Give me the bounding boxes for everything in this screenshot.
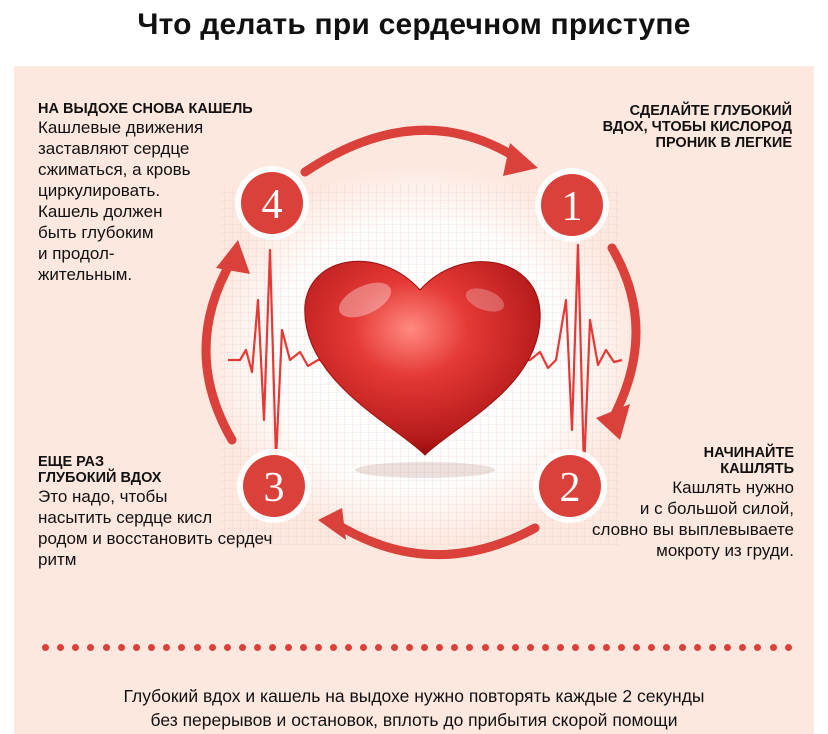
step-4-body: Кашлевые движения заставляют сердце сжим… <box>38 118 204 284</box>
divider-dot <box>648 644 656 651</box>
divider-dot <box>148 644 156 651</box>
divider-dot <box>329 644 337 651</box>
divider-dot <box>587 644 595 651</box>
divider-dot <box>390 644 398 651</box>
divider-dot <box>633 644 641 651</box>
divider-dot <box>223 644 231 651</box>
divider-dot <box>193 644 201 651</box>
step-1-text: СДЕЛАЙТЕ ГЛУБОКИЙ ВДОХ, ЧТОБЫ КИСЛОРОД П… <box>530 103 792 151</box>
divider-dot <box>466 644 474 651</box>
divider-dot <box>117 644 125 651</box>
step-1-heading: СДЕЛАЙТЕ ГЛУБОКИЙ ВДОХ, ЧТОБЫ КИСЛОРОД П… <box>602 103 792 151</box>
footer-note: Глубокий вдох и кашель на выдохе нужно п… <box>123 686 705 730</box>
step-2-heading: НАЧИНАЙТЕ КАШЛЯТЬ <box>703 445 794 477</box>
step-2-body: Кашлять нужно и с большой силой, словно … <box>592 478 794 560</box>
divider-dot <box>678 644 686 651</box>
divider-dot <box>511 644 519 651</box>
divider-dot <box>693 644 701 651</box>
divider-dot <box>239 644 247 651</box>
arrowheads <box>216 143 630 540</box>
step-1-number: 1 <box>562 184 583 230</box>
divider-dot <box>451 644 459 651</box>
curved-arrow-icon <box>201 125 641 560</box>
step-2-number: 2 <box>560 465 581 511</box>
divider-dot <box>102 644 110 651</box>
divider-dot <box>299 644 307 651</box>
step-4-text: НА ВЫДОХЕ СНОВА КАШЕЛЬ Кашлевые движения… <box>38 101 308 285</box>
divider-dot <box>57 644 65 651</box>
step-3-heading: ЕЩЕ РАЗ ГЛУБОКИЙ ВДОХ <box>38 454 162 486</box>
step-1-marker: 1 <box>535 168 609 242</box>
divider-dot <box>617 644 625 651</box>
step-2-text: НАЧИНАЙТЕ КАШЛЯТЬ Кашлять нужно и с боль… <box>530 445 794 561</box>
divider-dot <box>132 644 140 651</box>
divider-dot <box>754 644 762 651</box>
divider-dot <box>314 644 322 651</box>
step-4-heading: НА ВЫДОХЕ СНОВА КАШЕЛЬ <box>38 101 253 117</box>
divider-dot <box>663 644 671 651</box>
divider-dot <box>708 644 716 651</box>
step-4-number: 4 <box>262 182 283 228</box>
divider-dot <box>420 644 428 651</box>
divider-dot <box>784 644 792 651</box>
divider-dot <box>481 644 489 651</box>
divider-dot <box>724 644 732 651</box>
step-3-number: 3 <box>264 465 285 511</box>
divider-dot <box>87 644 95 651</box>
divider-dot <box>254 644 262 651</box>
divider-dot <box>42 644 49 651</box>
divider-dot <box>178 644 186 651</box>
page-title: Что делать при сердечном приступе <box>137 8 691 41</box>
divider-dot <box>557 644 565 651</box>
divider-dot <box>602 644 610 651</box>
divider-dot <box>375 644 383 651</box>
dotted-divider <box>42 644 792 656</box>
divider-dot <box>769 644 777 651</box>
divider-dot <box>542 644 550 651</box>
divider-dot <box>405 644 413 651</box>
step-3-marker: 3 <box>237 449 311 523</box>
divider-dot <box>527 644 534 651</box>
divider-dot <box>72 644 80 651</box>
step-3-text: ЕЩЕ РАЗ ГЛУБОКИЙ ВДОХ Это надо, чтобы на… <box>38 454 348 570</box>
divider-dot <box>208 644 216 651</box>
divider-dot <box>739 644 747 651</box>
divider-dot <box>163 644 171 651</box>
step-2-marker: 2 <box>533 449 607 523</box>
divider-dot <box>572 644 580 651</box>
divider-dot <box>345 644 353 651</box>
step-3-body: Это надо, чтобы насытить сердце кисл род… <box>38 487 273 569</box>
divider-dot <box>436 644 444 651</box>
divider-dot <box>284 644 292 651</box>
divider-dot <box>360 644 368 651</box>
step-4-marker: 4 <box>235 166 309 240</box>
divider-dot <box>269 644 277 651</box>
heart-icon <box>304 260 541 478</box>
divider-dot <box>496 644 504 651</box>
